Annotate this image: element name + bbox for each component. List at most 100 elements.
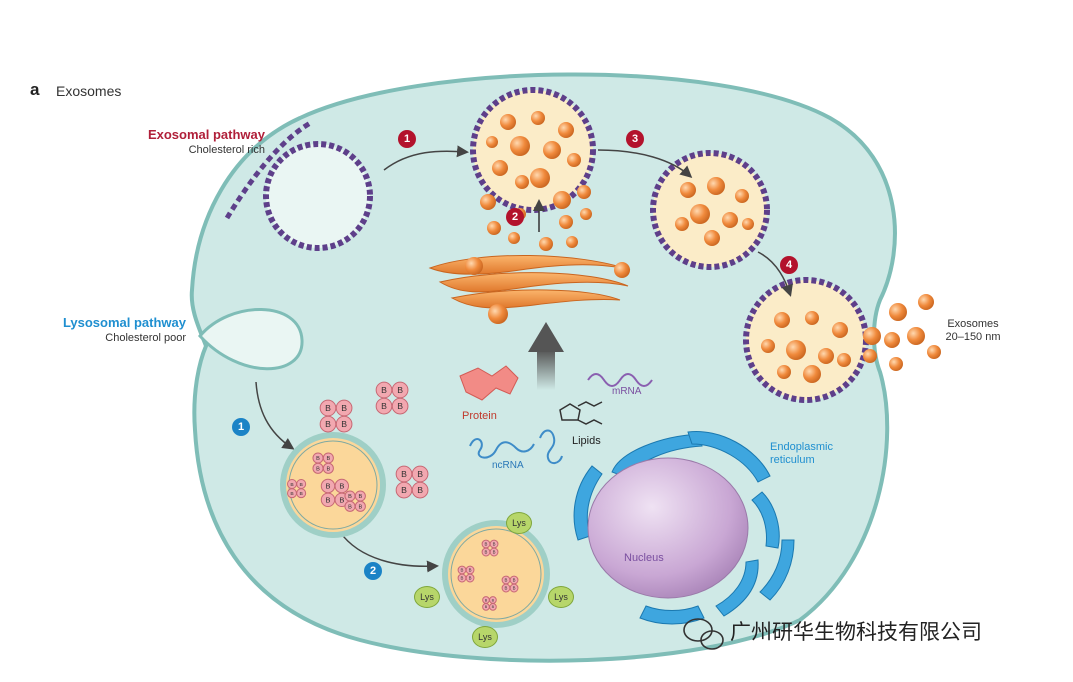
ncrna-label: ncRNA — [492, 460, 524, 472]
cargo-unit-label: B — [325, 403, 331, 413]
lipids-label: Lipids — [572, 435, 601, 448]
vesicle-sphere — [818, 348, 834, 364]
cargo-unit-label: B — [485, 550, 488, 555]
vesicle-sphere — [531, 111, 545, 125]
exosomal-pathway-title: Exosomal pathway — [130, 128, 265, 143]
cargo-unit-label: B — [381, 385, 387, 395]
vesicle-sphere — [774, 312, 790, 328]
cargo-unit-label: B — [339, 495, 344, 504]
cargo-unit-label: B — [348, 504, 352, 510]
vesicle-sphere — [680, 182, 696, 198]
cargo-unit-label: B — [341, 403, 347, 413]
cargo-unit-label: B — [417, 485, 423, 495]
lysosomal-pathway-title: Lysosomal pathway — [20, 316, 186, 331]
er-label-line2: reticulum — [770, 454, 815, 467]
multivesicular-body-fusing — [746, 280, 866, 400]
cargo-unit-label: B — [381, 401, 387, 411]
vesicle-sphere — [577, 185, 591, 199]
cargo-unit-label: B — [397, 401, 403, 411]
multivesicular-body-1 — [473, 90, 593, 210]
vesicle-sphere — [707, 177, 725, 195]
lys-badge: Lys — [548, 586, 574, 608]
lysosomal-step-1-badge: 1 — [232, 418, 250, 436]
vesicle-sphere — [539, 237, 553, 251]
vesicle-sphere — [690, 204, 710, 224]
vesicle-sphere — [487, 221, 501, 235]
exosomal-pathway-subtitle: Cholesterol rich — [130, 144, 265, 157]
step-2-badge: 2 — [506, 208, 524, 226]
cargo-unit-label: B — [493, 550, 496, 555]
vesicle-sphere — [492, 160, 508, 176]
vesicle-sphere — [803, 365, 821, 383]
cargo-unit-label: B — [341, 419, 347, 429]
watermark-text: 广州研华生物科技有限公司 — [730, 621, 982, 645]
vesicle-sphere — [515, 175, 529, 189]
mrna-label: mRNA — [612, 386, 641, 398]
vesicle-sphere — [553, 191, 571, 209]
cargo-unit-label: B — [358, 494, 362, 500]
cargo-unit-label: B — [358, 504, 362, 510]
vesicle-sphere — [832, 322, 848, 338]
vesicle-sphere — [863, 349, 877, 363]
cargo-unit-label: B — [505, 586, 508, 591]
vesicle-sphere — [675, 217, 689, 231]
vesicle-sphere — [480, 194, 496, 210]
vesicle-sphere — [704, 230, 720, 246]
protein-label: Protein — [462, 410, 497, 423]
lys-badge: Lys — [472, 626, 498, 648]
cargo-unit-label: B — [326, 482, 331, 491]
vesicle-sphere — [837, 353, 851, 367]
vesicle-sphere — [777, 365, 791, 379]
nucleus-label: Nucleus — [624, 552, 664, 565]
vesicle-sphere — [510, 136, 530, 156]
vesicle-sphere — [567, 153, 581, 167]
vesicle-sphere — [761, 339, 775, 353]
lys-badge: Lys — [414, 586, 440, 608]
cargo-unit-label: B — [397, 385, 403, 395]
vesicle-sphere — [500, 114, 516, 130]
cargo-unit-label: B — [348, 494, 352, 500]
lysosomal-step-2-badge: 2 — [364, 562, 382, 580]
panel-letter: a — [30, 80, 39, 100]
vesicle-sphere — [927, 345, 941, 359]
cargo-unit-label: B — [513, 578, 516, 583]
cargo-unit-label: B — [513, 586, 516, 591]
cargo-unit-label: B — [326, 495, 331, 504]
vesicle-sphere — [918, 294, 934, 310]
panel-title: Exosomes — [56, 83, 121, 99]
step-3-badge: 3 — [626, 130, 644, 148]
vesicle-sphere — [907, 327, 925, 345]
cargo-unit-label: B — [326, 466, 330, 472]
vesicle-sphere — [889, 303, 907, 321]
exosomes-label: Exosomes — [928, 318, 1018, 331]
vesicle-sphere — [863, 327, 881, 345]
vesicle-sphere — [530, 168, 550, 188]
cargo-unit-label: B — [316, 466, 320, 472]
cargo-unit-label: B — [469, 568, 472, 573]
er-label-line1: Endoplasmic — [770, 440, 833, 454]
cargo-unit-label: B — [401, 469, 407, 479]
cargo-unit-label: B — [505, 578, 508, 583]
cargo-unit-label: B — [485, 542, 488, 547]
cargo-unit-label: B — [469, 576, 472, 581]
vesicle-sphere — [722, 212, 738, 228]
vesicle-sphere — [805, 311, 819, 325]
step-4-badge: 4 — [780, 256, 798, 274]
cargo-unit-label: B — [401, 485, 407, 495]
vesicle-sphere — [742, 218, 754, 230]
cargo-unit-label: B — [325, 419, 331, 429]
vesicle-sphere — [786, 340, 806, 360]
vesicle-sphere — [543, 141, 561, 159]
cargo-unit-label: B — [461, 568, 464, 573]
exosomes-size-label: 20–150 nm — [928, 331, 1018, 344]
cargo-unit-label: B — [316, 456, 320, 462]
cargo-unit-label: B — [339, 482, 344, 491]
vesicle-sphere — [508, 232, 520, 244]
cargo-unit-label: B — [461, 576, 464, 581]
lys-badge: Lys — [506, 512, 532, 534]
vesicle-sphere — [735, 189, 749, 203]
early-endosome — [266, 144, 370, 248]
multivesicular-body-3 — [653, 153, 767, 267]
cargo-unit-label: B — [326, 456, 330, 462]
